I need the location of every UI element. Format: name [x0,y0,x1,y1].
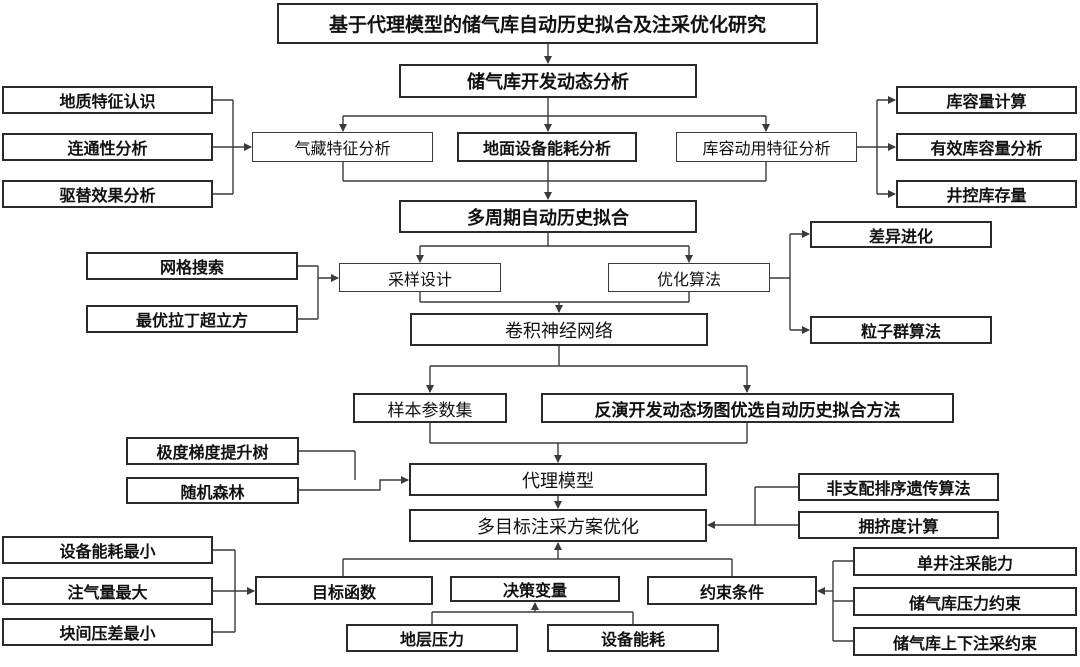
de-node: 差异进化 [810,221,992,248]
displacement-node: 驱替效果分析 [2,180,213,208]
rf-node: 随机森林 [126,477,299,504]
sampling-node: 采样设计 [339,263,501,292]
gbdt-node: 极度梯度提升树 [126,437,299,465]
min-energy-node: 设备能耗最小 [2,536,213,564]
optimization-algo-node: 优化算法 [608,263,770,292]
updown-constraint-node: 储气库上下注采约束 [853,627,1077,656]
title-node: 基于代理模型的储气库自动历史拟合及注采优化研究 [277,3,818,44]
storage-pressure-node: 储气库压力约束 [853,587,1077,616]
constraints-node: 约束条件 [647,576,817,605]
cnn-node: 卷积神经网络 [410,313,708,346]
inversion-node: 反演开发动态场图优选自动历史拟合方法 [541,393,954,423]
effective-capacity-node: 有效库容量分析 [896,133,1077,161]
geo-recognition-node: 地质特征认识 [2,86,213,114]
moo-node: 多目标注采方案优化 [409,509,707,542]
nsga-node: 非支配排序遗传算法 [798,473,999,501]
min-block-diff-node: 块间压差最小 [2,618,213,646]
equipment-energy-node: 设备能耗 [547,624,719,652]
reservoir-features-node: 气藏特征分析 [252,132,433,162]
capacity-features-node: 库容动用特征分析 [676,132,857,162]
objective-node: 目标函数 [255,576,433,605]
well-control-node: 井控库存量 [896,180,1077,208]
pso-node: 粒子群算法 [810,316,992,344]
single-well-node: 单井注采能力 [853,547,1077,576]
max-injection-node: 注气量最大 [2,577,213,605]
capacity-calc-node: 库容量计算 [896,86,1077,114]
surrogate-node: 代理模型 [409,463,707,496]
crowding-node: 拥挤度计算 [798,511,999,539]
formation-pressure-node: 地层压力 [346,624,518,652]
multi-cycle-node: 多周期自动历史拟合 [399,200,697,233]
lhs-node: 最优拉丁超立方 [86,305,298,333]
grid-search-node: 网格搜索 [86,252,298,280]
dev-analysis-node: 储气库开发动态分析 [399,64,697,98]
decision-node: 决策变量 [450,576,620,602]
connectivity-node: 连通性分析 [2,133,213,161]
sample-set-node: 样本参数集 [353,393,507,423]
surface-energy-node: 地面设备能耗分析 [457,132,637,162]
link-rf-surr [299,476,409,491]
